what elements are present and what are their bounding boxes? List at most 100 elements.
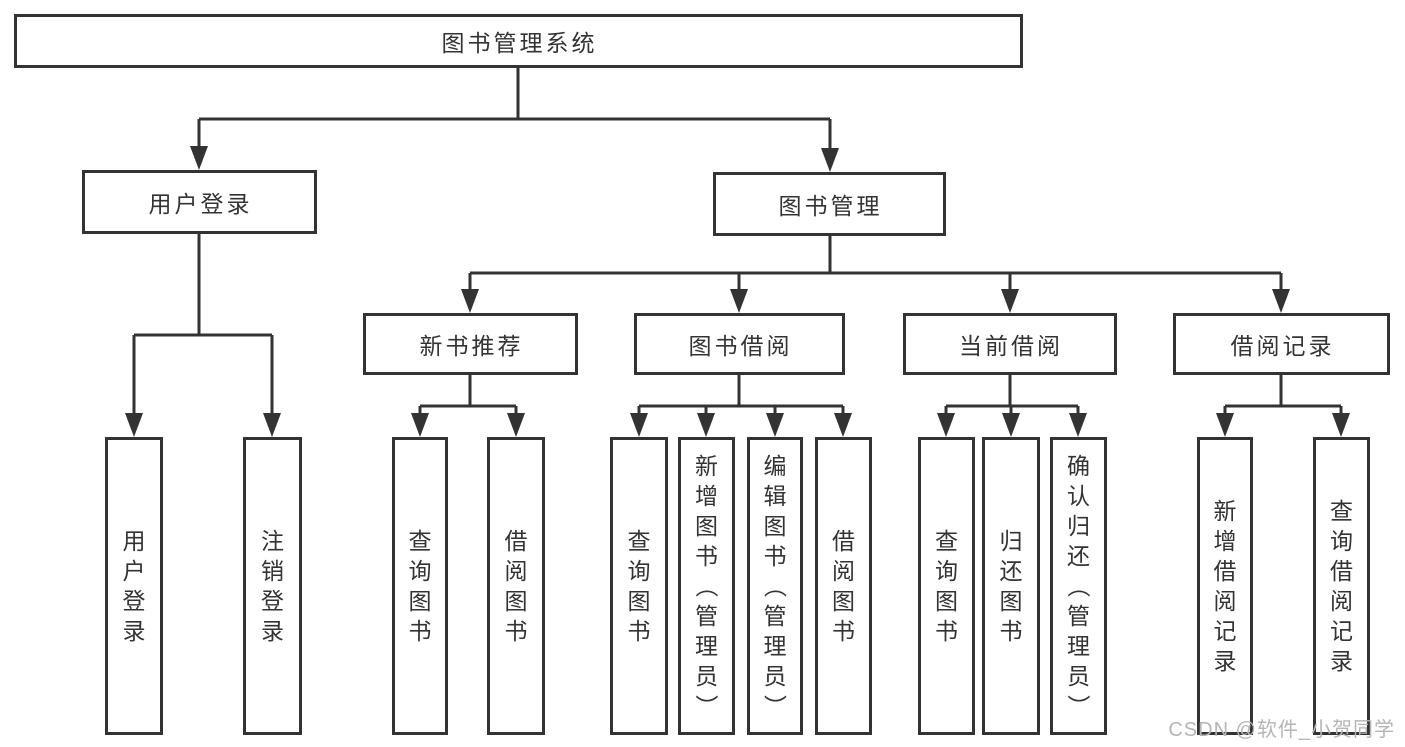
node-query-books-borrow: 查询图书 — [610, 437, 668, 735]
node-borrow-books-recommend: 借阅图书 — [487, 437, 545, 735]
vertical-char: 询 — [935, 558, 958, 584]
vertical-char: 询 — [408, 558, 432, 584]
vertical-char: 理 — [1067, 633, 1090, 659]
node-label: 借阅记录 — [1230, 333, 1335, 359]
node-label: 图书管理 — [778, 193, 883, 219]
arrowhead-icon — [821, 148, 839, 172]
vertical-char: ） — [1065, 694, 1092, 718]
vertical-char: 录 — [1330, 648, 1353, 674]
vertical-char: 确 — [1067, 453, 1090, 479]
vertical-char: 辑 — [763, 483, 787, 509]
vertical-char: 书 — [763, 543, 787, 569]
arrowhead-icon — [1332, 413, 1350, 437]
vertical-char: 阅 — [504, 558, 528, 584]
vertical-char: 增 — [695, 483, 718, 509]
vertical-char: （ — [762, 574, 788, 598]
vertical-char: 注 — [261, 528, 284, 554]
node-borrow-books: 借阅图书 — [815, 437, 872, 735]
arrowhead-icon — [190, 146, 208, 170]
vertical-char: 管 — [763, 603, 787, 629]
node-logout-leaf: 注销登录 — [243, 437, 302, 735]
arrowhead-icon — [461, 289, 479, 313]
vertical-char: 借 — [832, 528, 855, 554]
node-add-borrow-record: 新增借阅记录 — [1197, 437, 1253, 735]
vertical-char: 借 — [1213, 558, 1237, 584]
arrowhead-icon — [697, 413, 715, 437]
vertical-char: 新 — [695, 453, 718, 479]
node-borrowing-records: 借阅记录 — [1173, 313, 1390, 375]
arrowhead-icon — [507, 413, 525, 437]
arrowhead-icon — [263, 413, 281, 437]
vertical-char: ） — [762, 694, 788, 718]
vertical-char: 书 — [999, 618, 1023, 644]
node-book-borrowing: 图书借阅 — [634, 313, 845, 375]
vertical-char: 图 — [832, 588, 855, 614]
node-query-books-recommend: 查询图书 — [392, 437, 448, 735]
csdn-watermark: CSDN @软件_小贺同学 — [1168, 719, 1395, 741]
vertical-char: 管 — [695, 603, 718, 629]
vertical-char: 图 — [695, 513, 718, 539]
vertical-char: 归 — [1067, 513, 1090, 539]
vertical-char: 员 — [763, 663, 787, 689]
vertical-char: 阅 — [1213, 588, 1237, 614]
vertical-char: （ — [693, 574, 720, 598]
vertical-char: 录 — [122, 618, 146, 644]
vertical-char: 书 — [935, 618, 958, 644]
arrowhead-icon — [125, 413, 143, 437]
vertical-char: 询 — [1330, 528, 1353, 554]
arrowhead-icon — [1272, 289, 1290, 313]
vertical-char: 还 — [1067, 543, 1090, 569]
vertical-char: 归 — [999, 528, 1023, 554]
vertical-char: 图 — [935, 588, 958, 614]
vertical-char: 户 — [122, 558, 146, 584]
vertical-char: 图 — [504, 588, 528, 614]
vertical-char: 员 — [1067, 663, 1090, 689]
node-book-management: 图书管理 — [713, 172, 946, 236]
vertical-char: 书 — [504, 618, 528, 644]
arrowhead-icon — [766, 413, 784, 437]
vertical-char: 查 — [1330, 498, 1353, 524]
vertical-char: （ — [1065, 574, 1092, 598]
node-user-login-leaf: 用户登录 — [105, 437, 163, 735]
vertical-char: 录 — [1213, 648, 1237, 674]
node-label: 图书管理系统 — [441, 30, 598, 56]
arrowhead-icon — [937, 413, 955, 437]
node-library-management-system: 图书管理系统 — [14, 14, 1023, 68]
node-query-borrow-record: 查询借阅记录 — [1313, 437, 1370, 735]
vertical-char: 认 — [1067, 483, 1090, 509]
vertical-char: 书 — [627, 618, 651, 644]
vertical-char: 借 — [504, 528, 528, 554]
node-new-book-recommend: 新书推荐 — [363, 313, 578, 375]
vertical-char: 查 — [408, 528, 432, 554]
vertical-char: 销 — [261, 558, 284, 584]
arrowhead-icon — [1002, 413, 1020, 437]
vertical-char: 用 — [122, 528, 146, 554]
vertical-char: 借 — [1330, 558, 1353, 584]
arrowhead-icon — [834, 413, 852, 437]
vertical-char: 记 — [1330, 618, 1353, 644]
vertical-char: 还 — [999, 558, 1023, 584]
node-edit-books-admin: 编辑图书 （ 管理员 ） — [747, 437, 803, 735]
node-user-login: 用户登录 — [82, 170, 317, 234]
node-query-books-current: 查询图书 — [918, 437, 975, 735]
node-confirm-return-admin: 确认归还（管理员） — [1050, 437, 1107, 735]
arrowhead-icon — [1216, 413, 1234, 437]
arrowhead-icon — [411, 413, 429, 437]
vertical-char: 查 — [627, 528, 651, 554]
node-label: 新书推荐 — [419, 333, 524, 359]
vertical-char: 理 — [763, 633, 787, 659]
vertical-char: ） — [693, 694, 720, 718]
vertical-char: 阅 — [832, 558, 855, 584]
vertical-char: 图 — [763, 513, 787, 539]
connector-path — [132, 68, 1343, 417]
vertical-char: 编 — [763, 453, 787, 479]
node-current-borrowing: 当前借阅 — [903, 313, 1117, 375]
vertical-char: 书 — [832, 618, 855, 644]
vertical-char: 图 — [627, 588, 651, 614]
vertical-char: 理 — [695, 633, 718, 659]
vertical-char: 书 — [695, 543, 718, 569]
arrowhead-icon — [730, 289, 748, 313]
vertical-char: 图 — [999, 588, 1023, 614]
